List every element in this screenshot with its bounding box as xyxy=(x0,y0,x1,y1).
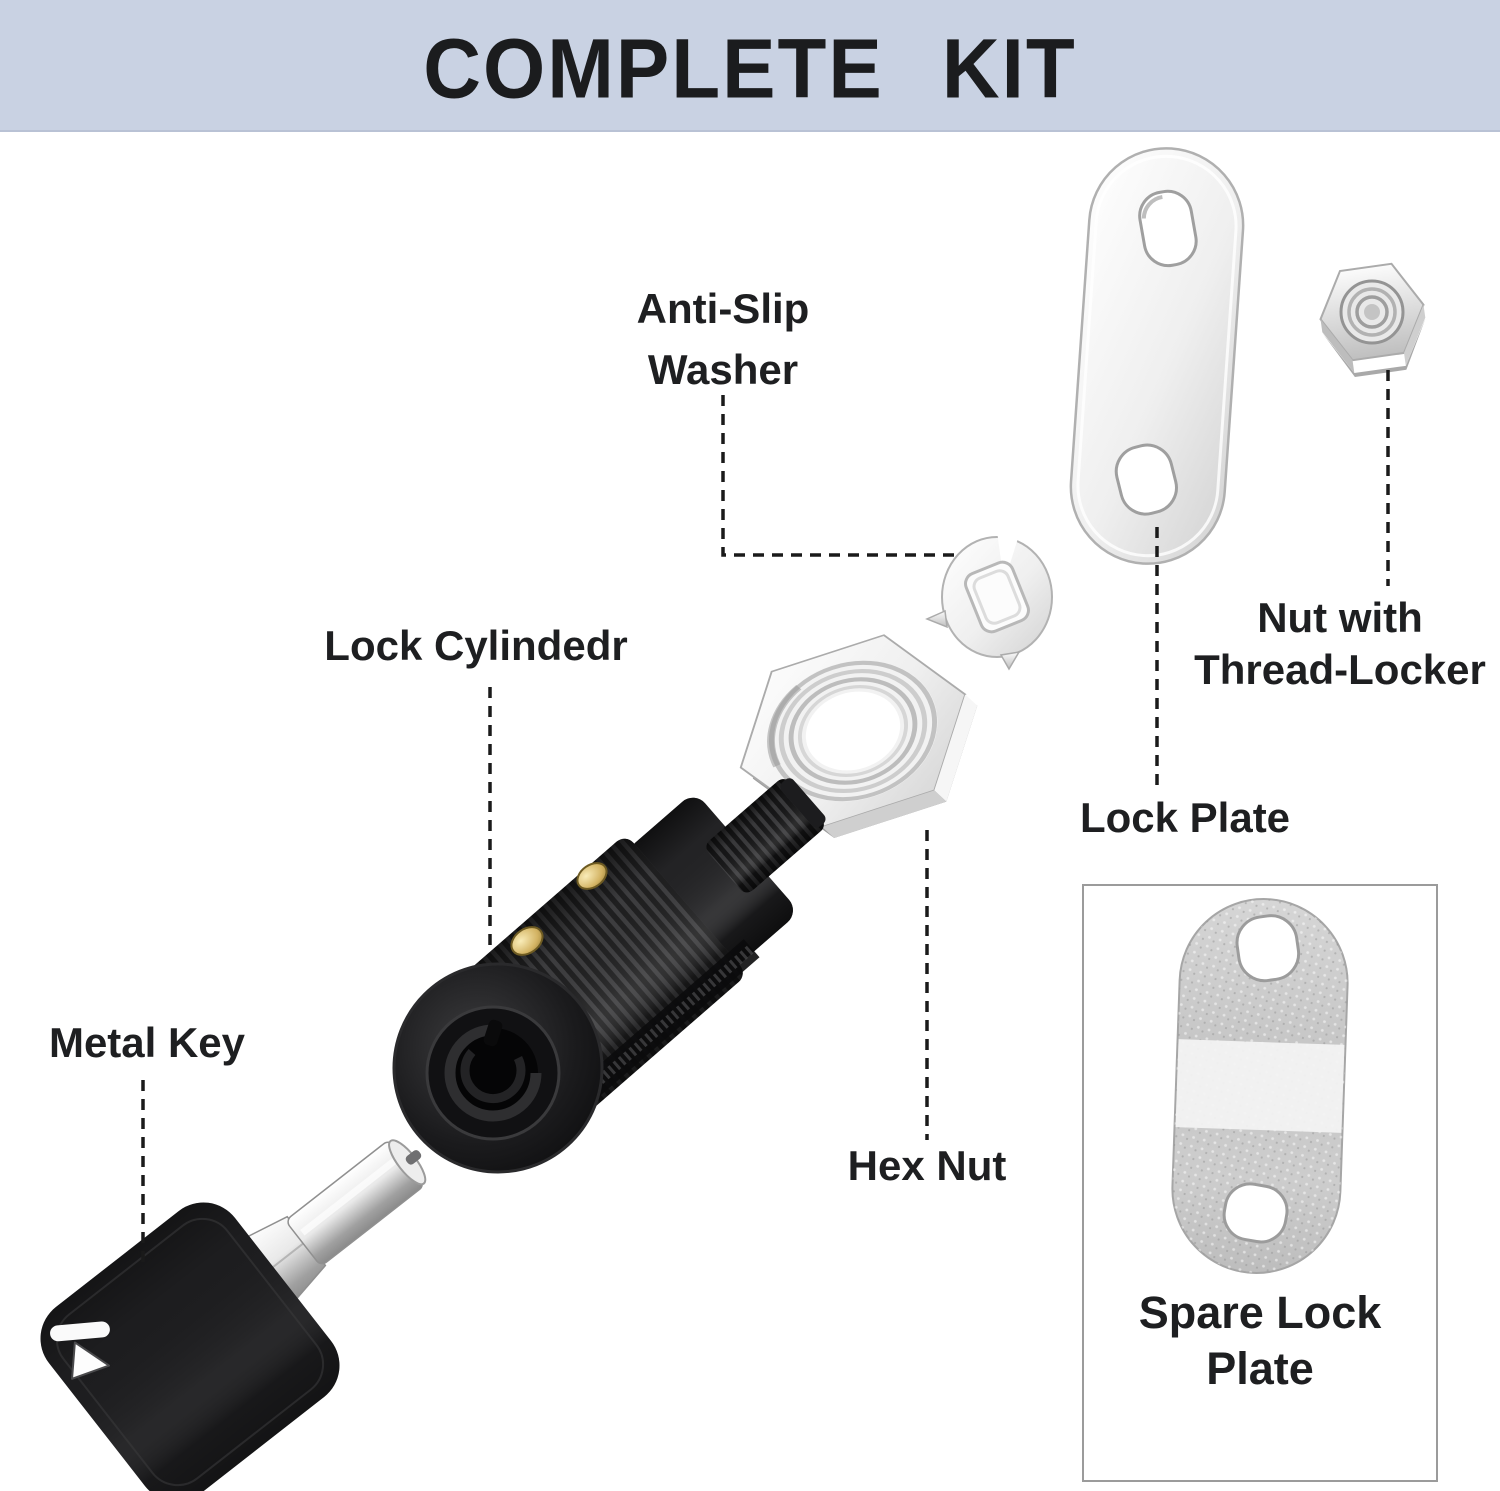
spare-lock-plate-label: Spare Lock Plate xyxy=(1084,1285,1436,1397)
anti-slip-washer-label: Anti-Slip Washer xyxy=(553,278,893,400)
leader-line-anti-slip-washer xyxy=(721,395,960,557)
hex-nut-image xyxy=(739,634,978,839)
thread-locker-nut-label-line1: Nut with xyxy=(1257,594,1423,641)
metal-key-image xyxy=(40,1139,427,1491)
hex-nut-label: Hex Nut xyxy=(847,1142,1007,1189)
spare-label-line2: Lock Plate xyxy=(1206,1287,1382,1394)
spare-lock-plate-box: Spare Lock Plate xyxy=(1082,884,1438,1482)
lock-plate-label: Lock Plate xyxy=(1079,794,1291,841)
anti-slip-washer-image xyxy=(925,531,1053,671)
anti-slip-washer-label-line2: Washer xyxy=(647,346,799,393)
page-title: COMPLETE KIT xyxy=(423,21,1077,116)
metal-key-label: Metal Key xyxy=(48,1019,246,1066)
lock-cylinder-image xyxy=(392,778,826,1174)
anti-slip-washer-label-line1: Anti-Slip xyxy=(636,285,810,332)
thread-locker-nut-label-line2: Thread-Locker xyxy=(1194,646,1486,693)
lock-plate-image xyxy=(1069,147,1245,565)
thread-locker-nut-image xyxy=(1319,262,1426,378)
spare-label-line1: Spare xyxy=(1138,1287,1264,1338)
header-banner: COMPLETE KIT xyxy=(0,0,1500,132)
lock-cylinder-label: Lock Cylindedr xyxy=(324,622,628,669)
thread-locker-nut-label: Nut with Thread-Locker xyxy=(1180,592,1500,696)
